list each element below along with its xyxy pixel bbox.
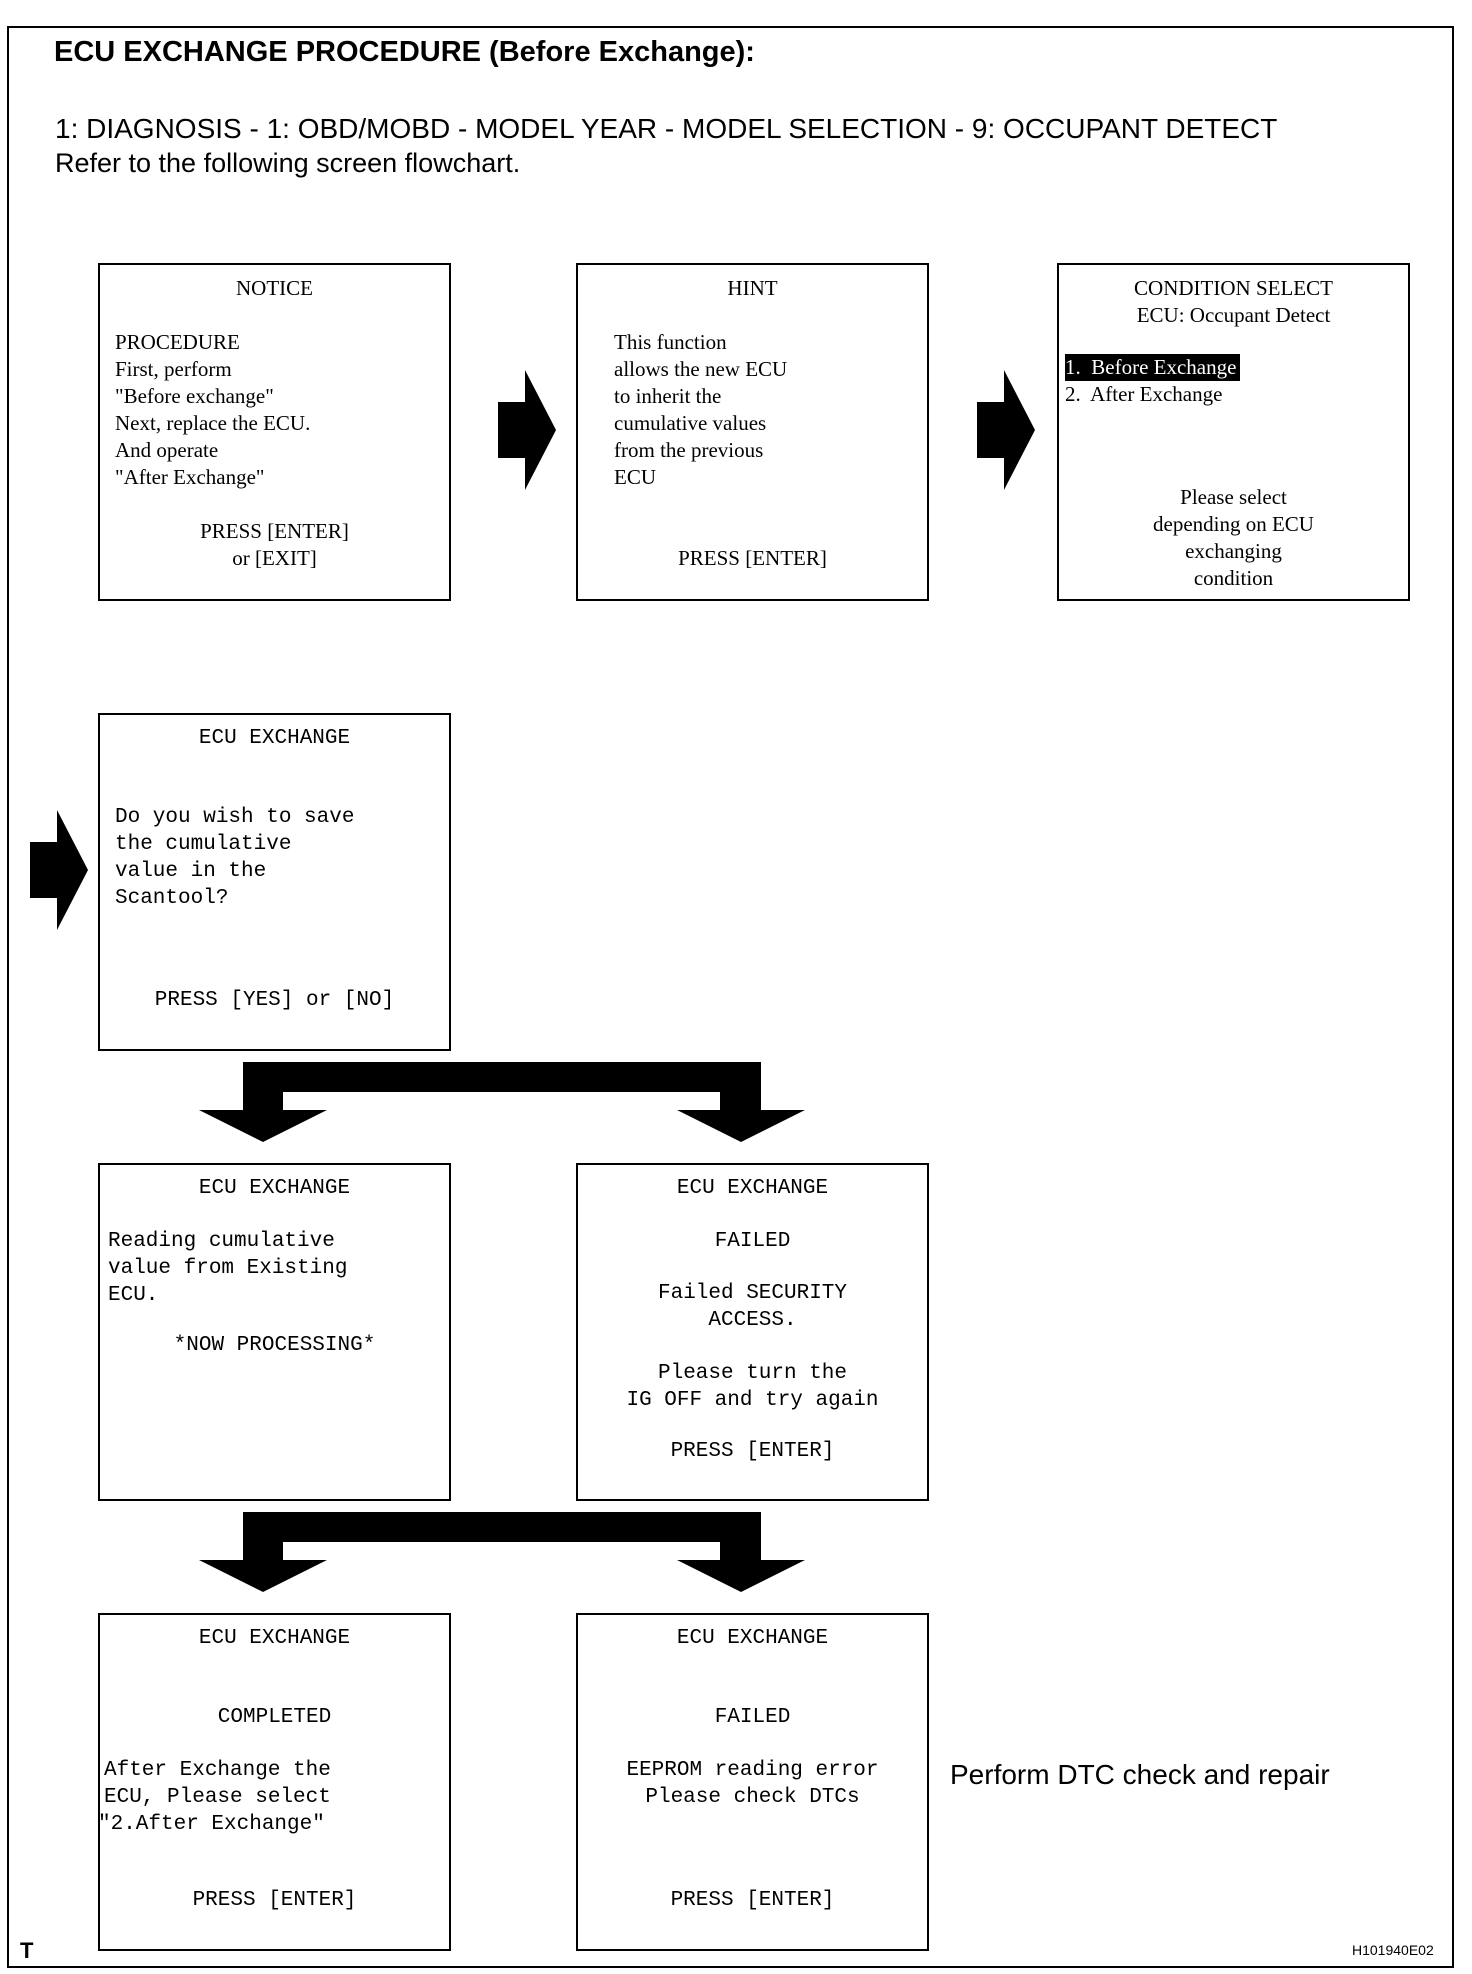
failed-eeprom-screen: ECU EXCHANGE FAILED EEPROM reading error…	[576, 1613, 929, 1951]
menu-path: 1: DIAGNOSIS - 1: OBD/MOBD - MODEL YEAR …	[55, 113, 1278, 144]
reading-screen: ECU EXCHANGE Reading cumulative value fr…	[98, 1163, 451, 1501]
option-after-exchange[interactable]: 2. After Exchange	[1065, 382, 1223, 406]
arrow-right-icon	[977, 370, 1035, 490]
press-enter-label: PRESS [ENTER]	[670, 1440, 835, 1463]
screen-line: Please turn the	[657, 1362, 848, 1385]
screen-line: Do you wish to save	[115, 806, 355, 829]
prompt-line: Please select	[1180, 485, 1287, 509]
screen-line: Next, replace the ECU.	[115, 411, 311, 435]
completed-screen: ECU EXCHANGE COMPLETED After Exchange th…	[98, 1613, 451, 1951]
arrow-down-icon	[199, 1062, 327, 1142]
screen-title: ECU EXCHANGE	[198, 1627, 351, 1650]
branch-bar	[243, 1062, 761, 1092]
corner-mark: T	[20, 1938, 34, 1963]
hint-screen: HINT This function allows the new ECU to…	[576, 263, 929, 601]
screen-line: This function	[614, 330, 727, 354]
press-enter-label: PRESS [ENTER]	[200, 519, 349, 543]
screen-line: Failed SECURITY	[657, 1282, 848, 1305]
screen-line: the cumulative	[115, 833, 292, 856]
screen-line: "After Exchange"	[115, 465, 265, 489]
arrow-right-icon	[30, 810, 88, 930]
screen-line: Scantool?	[115, 887, 229, 910]
screen-line: Reading cumulative	[108, 1230, 335, 1253]
screen-line: Please check DTCs	[645, 1786, 860, 1809]
perform-dtc-text: Perform DTC check and repair	[950, 1759, 1330, 1790]
screen-line: from the previous	[614, 438, 764, 462]
screen-title: ECU EXCHANGE	[198, 1177, 351, 1200]
screen-line: "2.After Exchange"	[98, 1813, 325, 1836]
screen-line: to inherit the	[614, 384, 722, 408]
screen-title: CONDITION SELECT	[1134, 276, 1333, 300]
branch-bar	[243, 1512, 761, 1542]
screen-line: ECU.	[108, 1284, 159, 1307]
arrow-down-icon	[199, 1512, 327, 1592]
notice-screen: NOTICE PROCEDURE First, perform "Before …	[98, 263, 451, 601]
arrow-right-icon	[498, 370, 556, 490]
screen-title: ECU EXCHANGE	[198, 727, 351, 750]
screen-line: "Before exchange"	[115, 384, 274, 408]
screen-line: PROCEDURE	[115, 330, 240, 354]
screen-title: NOTICE	[236, 276, 313, 300]
failed-security-screen: ECU EXCHANGE FAILED Failed SECURITY ACCE…	[576, 1163, 929, 1501]
option-before-exchange[interactable]: 1. Before Exchange	[1065, 354, 1241, 381]
failed-status: FAILED	[714, 1230, 791, 1253]
screen-line: ACCESS.	[708, 1309, 797, 1332]
press-exit-label: or [EXIT]	[232, 546, 317, 570]
procedure-title: ECU EXCHANGE PROCEDURE (Before Exchange)…	[54, 36, 755, 68]
screen-line: value from Existing	[108, 1257, 348, 1280]
screen-title: ECU EXCHANGE	[676, 1177, 829, 1200]
prompt-line: condition	[1193, 566, 1274, 590]
screen-title: ECU EXCHANGE	[676, 1627, 829, 1650]
figure-frame	[7, 26, 1454, 1968]
screen-subtitle: ECU: Occupant Detect	[1136, 303, 1331, 327]
screen-line: ECU, Please select	[104, 1786, 331, 1809]
completed-status: COMPLETED	[217, 1706, 332, 1729]
screen-line: First, perform	[115, 357, 232, 381]
arrow-down-icon	[677, 1528, 805, 1592]
screen-line: allows the new ECU	[614, 357, 788, 381]
prompt-line: depending on ECU	[1153, 512, 1314, 536]
screen-line: EEPROM reading error	[626, 1759, 879, 1782]
press-yes-no-label: PRESS [YES] or [NO]	[154, 989, 395, 1012]
screen-line: ECU	[614, 465, 656, 489]
failed-status: FAILED	[714, 1706, 791, 1729]
prompt-line: exchanging	[1185, 539, 1282, 563]
save-prompt-screen: ECU EXCHANGE Do you wish to save the cum…	[98, 713, 451, 1051]
screen-line: And operate	[115, 438, 219, 462]
screen-line: IG OFF and try again	[626, 1389, 879, 1412]
screen-line: value in the	[115, 860, 267, 883]
figure-code: H101940E02	[1352, 1942, 1434, 1958]
condition-select-screen: CONDITION SELECT ECU: Occupant Detect 1.…	[1057, 263, 1410, 601]
screen-line: After Exchange the	[104, 1759, 331, 1782]
screen-title: HINT	[727, 276, 778, 300]
screen-line: cumulative values	[614, 411, 767, 435]
processing-status: *NOW PROCESSING*	[173, 1334, 376, 1357]
press-enter-label: PRESS [ENTER]	[192, 1889, 357, 1912]
instruction-text: Refer to the following screen flowchart.	[55, 148, 521, 178]
press-enter-label: PRESS [ENTER]	[678, 546, 827, 570]
press-enter-label: PRESS [ENTER]	[670, 1889, 835, 1912]
arrow-down-icon	[677, 1078, 805, 1142]
